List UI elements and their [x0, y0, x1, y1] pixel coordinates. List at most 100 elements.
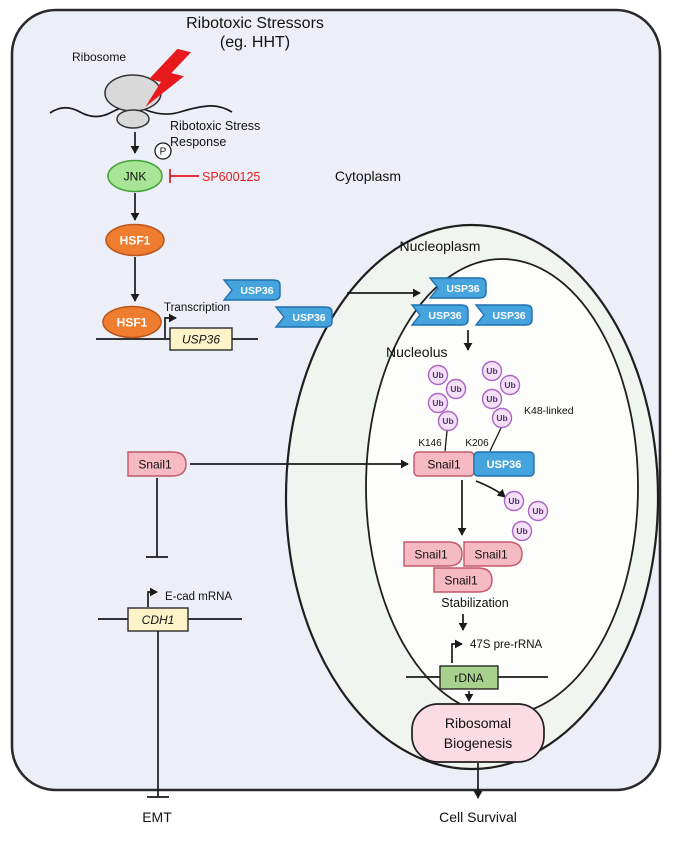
ub-shape: [437, 410, 459, 432]
usp36-protein-tag: USP36: [222, 279, 281, 301]
ub-shape: [427, 392, 449, 414]
usp36-gene-locus: HSF1 USP36 Transcription: [96, 302, 258, 351]
ub-label: Ub: [486, 394, 497, 404]
cdh1-gene-label: CDH1: [142, 613, 175, 627]
pre-rrna-label: 47S pre-rRNA: [470, 639, 543, 651]
usp36-protein-tag: USP36: [474, 304, 533, 326]
phospho-label: P: [160, 147, 167, 158]
transcription-start-arrow: [164, 313, 177, 338]
usp36-gene-box: [169, 327, 233, 351]
figure-title-line1: Ribotoxic Stressors: [186, 15, 324, 32]
hsf1-ellipse: [105, 223, 165, 257]
ub-chain-link-k206: [489, 427, 502, 452]
nucleolus-label: Nucleolus: [386, 344, 447, 360]
arrow-ub-release: [475, 480, 506, 498]
usp36-tag-shape: [274, 306, 333, 328]
ub-shape: [527, 500, 549, 522]
hsf1-label: HSF1: [120, 234, 151, 248]
ribosome-large-subunit: [104, 74, 162, 112]
jnk-ellipse: [107, 159, 163, 193]
ub-circle: Ub: [427, 364, 449, 386]
snail1-shape: [127, 451, 187, 477]
transcription-label: Transcription: [164, 302, 230, 314]
k48-linked-label: K48-linked: [524, 405, 574, 417]
inhibition-snail1-to-cdh1: [146, 478, 168, 558]
ribosome-small-subunit: [116, 109, 150, 129]
stress-response-label-line2: Response: [170, 135, 226, 149]
snail1-shape: [433, 567, 493, 593]
usp36-complex-label: USP36: [487, 459, 522, 471]
hsf1-on-promoter-label: HSF1: [117, 316, 148, 330]
cdh1-locus: E-cad mRNA CDH1: [98, 587, 242, 632]
usp36-tag-shape: [410, 304, 469, 326]
jnk-label: JNK: [124, 170, 147, 184]
usp36-protein-tag: USP36: [428, 277, 487, 299]
usp36-tag-label: USP36: [240, 285, 273, 297]
rdna-gene-label: rDNA: [454, 671, 483, 685]
ub-circle: Ub: [511, 520, 533, 542]
usp36-complex-shape: [473, 451, 535, 477]
snail1-label: Snail1: [474, 548, 508, 562]
ribosomal-biogenesis-node: Ribosomal Biogenesis: [411, 703, 545, 763]
ub-circle: Ub: [491, 407, 513, 429]
snail1-complex-label: Snail1: [427, 458, 461, 472]
snail1-shape: [463, 541, 523, 567]
cytoplasm-label: Cytoplasm: [335, 168, 401, 184]
ub-circle: Ub: [499, 374, 521, 396]
inhibition-cdh1-to-emt: [147, 631, 169, 798]
ub-circle: Ub: [481, 360, 503, 382]
stress-response-label-line1: Ribotoxic Stress: [170, 119, 260, 133]
snail1-shape: [403, 541, 463, 567]
snail1-cytoplasmic: Snail1: [127, 451, 187, 477]
ub-shape: [481, 360, 503, 382]
ub-label: Ub: [442, 416, 453, 426]
snail1-stabilized: Snail1: [433, 567, 493, 593]
lightning-bolt-icon: [145, 48, 191, 107]
ribosome-label: Ribosome: [72, 50, 126, 64]
ub-shape: [503, 490, 525, 512]
usp36-tag-label: USP36: [428, 310, 461, 322]
rdna-gene-box: [439, 665, 499, 690]
ribosomal-biogenesis-label-line1: Ribosomal: [445, 715, 511, 731]
rdna-locus: 47S pre-rRNA rDNA: [406, 639, 548, 690]
hsf1-on-promoter-ellipse: [102, 305, 162, 339]
ub-circle: Ub: [427, 392, 449, 414]
ub-chain-link-k146: [444, 430, 448, 452]
ub-circle: Ub: [503, 490, 525, 512]
usp36-tag-label: USP36: [446, 283, 479, 295]
snail1-stabilized: Snail1: [403, 541, 463, 567]
usp36-tag-shape: [474, 304, 533, 326]
ecad-transcription-start-arrow: [147, 587, 158, 607]
nucleoplasm-label: Nucleoplasm: [400, 238, 481, 254]
ribosomal-biogenesis-box: [411, 703, 545, 763]
inhibition-bar-red: [169, 169, 199, 183]
k146-label: K146: [418, 438, 442, 449]
sp600125-inhibitor: SP600125: [169, 169, 260, 184]
ub-circle: Ub: [437, 410, 459, 432]
ub-chain-k206: Ub Ub Ub Ub: [481, 360, 521, 452]
ub-shape: [427, 364, 449, 386]
ub-label: Ub: [432, 398, 443, 408]
ub-shape: [491, 407, 513, 429]
phospho-circle: [154, 142, 172, 160]
snail1-usp36-complex: Snail1 USP36: [413, 451, 535, 477]
snail1-stabilized: Snail1: [463, 541, 523, 567]
ub-label: Ub: [486, 366, 497, 376]
usp36-protein-tag: USP36: [274, 306, 333, 328]
sp600125-label: SP600125: [202, 170, 260, 184]
snail1-label: Snail1: [138, 458, 172, 472]
ribosome-group: Ribosome: [49, 50, 233, 129]
cell-survival-label: Cell Survival: [439, 809, 517, 825]
ub-chain-k146: Ub Ub Ub Ub: [427, 364, 467, 452]
ub-circle: Ub: [481, 388, 503, 410]
usp36-tag-label: USP36: [292, 312, 325, 324]
ub-circle: Ub: [527, 500, 549, 522]
ub-shape: [511, 520, 533, 542]
ub-label: Ub: [532, 506, 543, 516]
stabilization-label: Stabilization: [441, 596, 508, 610]
ribosomal-biogenesis-label-line2: Biogenesis: [444, 735, 513, 751]
ub-circle: Ub: [445, 378, 467, 400]
usp36-gene-label: USP36: [182, 333, 220, 347]
snail1-label: Snail1: [444, 574, 478, 588]
